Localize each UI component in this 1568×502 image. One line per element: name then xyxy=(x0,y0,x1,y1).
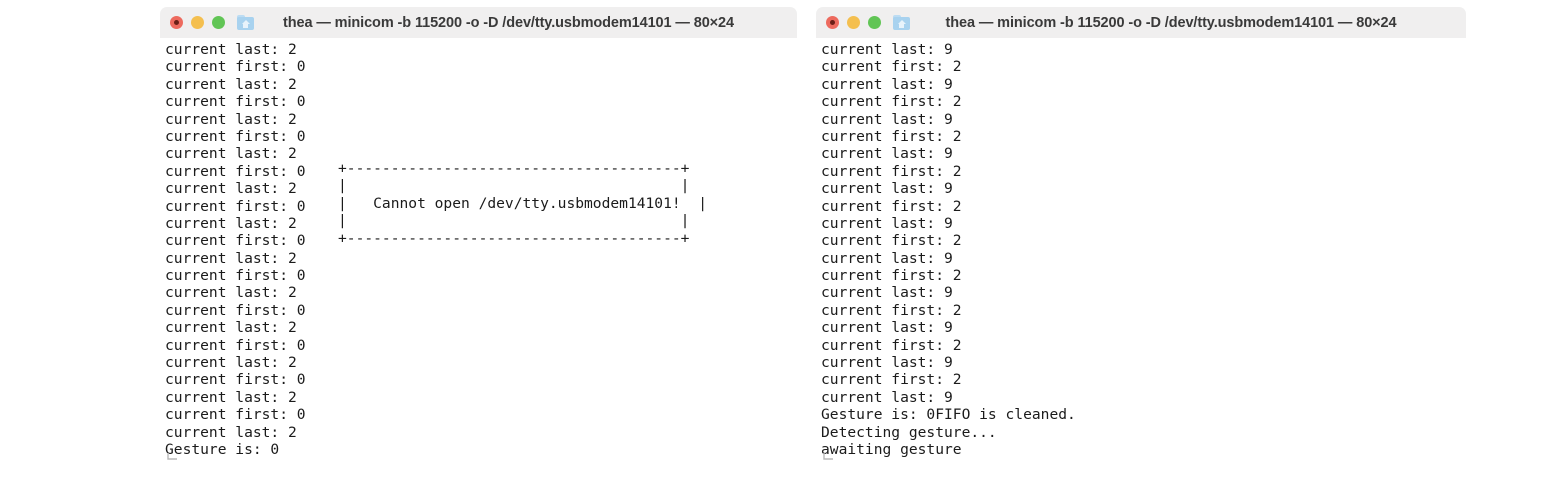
terminal-line: current last: 9 xyxy=(821,41,953,58)
terminal-line: current last: 9 xyxy=(821,75,953,93)
terminal-line: current last: 2 xyxy=(165,41,297,58)
terminal-line: current first: 0 xyxy=(165,127,306,145)
terminal-line: current last: 2 xyxy=(165,354,297,372)
terminal-line: current last: 2 xyxy=(165,75,297,93)
terminal-line: current first: 0 xyxy=(165,162,306,180)
terminal-line: current first: 2 xyxy=(821,197,962,215)
terminal-line: | | xyxy=(338,212,690,230)
terminal-line: current last: 9 xyxy=(821,110,953,128)
minimize-button-icon[interactable] xyxy=(847,16,860,29)
close-button-icon[interactable] xyxy=(170,16,183,29)
ascii-dialog-cannot-open: +--------------------------------------+… xyxy=(338,160,707,247)
maximize-button-icon[interactable] xyxy=(212,16,225,29)
terminal-window-left[interactable]: thea — minicom -b 115200 -o -D /dev/tty.… xyxy=(160,7,797,469)
terminal-window-right[interactable]: thea — minicom -b 115200 -o -D /dev/tty.… xyxy=(816,7,1466,469)
terminal-line: current first: 0 xyxy=(165,301,306,319)
terminal-line: +--------------------------------------+ xyxy=(338,160,690,177)
terminal-line: current first: 2 xyxy=(821,162,962,180)
terminal-line: current first: 2 xyxy=(821,127,962,145)
terminal-line: current first: 2 xyxy=(821,58,962,76)
terminal-line: current last: 2 xyxy=(165,145,297,163)
terminal-line: Gesture is: 0FIFO is cleaned. xyxy=(821,406,1076,424)
terminal-line: current first: 0 xyxy=(165,93,306,111)
terminal-line: Gesture is: 0 xyxy=(165,440,280,458)
terminal-line: | Cannot open /dev/tty.usbmodem14101! | xyxy=(338,194,708,212)
terminal-line: current last: 2 xyxy=(165,284,297,302)
terminal-line: | | xyxy=(338,177,690,195)
terminal-line: current last: 2 xyxy=(165,110,297,128)
terminal-line: current first: 0 xyxy=(165,336,306,354)
terminal-line: current first: 2 xyxy=(821,371,962,389)
home-folder-icon xyxy=(893,15,910,30)
terminal-line: +--------------------------------------+ xyxy=(338,229,690,247)
terminal-line: current first: 2 xyxy=(821,232,962,250)
terminal-line: current last: 9 xyxy=(821,284,953,302)
terminal-line: current last: 9 xyxy=(821,214,953,232)
home-folder-icon xyxy=(237,15,254,30)
titlebar-right[interactable]: thea — minicom -b 115200 -o -D /dev/tty.… xyxy=(816,7,1466,38)
terminal-line: current last: 2 xyxy=(165,249,297,267)
terminal-line: Detecting gesture... xyxy=(821,423,997,441)
terminal-line: current first: 2 xyxy=(821,267,962,285)
terminal-line: current first: 0 xyxy=(165,371,306,389)
terminal-line: current first: 2 xyxy=(821,336,962,354)
terminal-line: current last: 9 xyxy=(821,249,953,267)
terminal-line: current first: 0 xyxy=(165,58,306,76)
close-button-icon[interactable] xyxy=(826,16,839,29)
terminal-line: current last: 9 xyxy=(821,319,953,337)
terminal-line: current first: 2 xyxy=(821,93,962,111)
terminal-line: current last: 2 xyxy=(165,180,297,198)
terminal-line: current last: 9 xyxy=(821,354,953,372)
terminal-line: current last: 9 xyxy=(821,145,953,163)
maximize-button-icon[interactable] xyxy=(868,16,881,29)
terminal-line: current last: 2 xyxy=(165,423,297,441)
terminal-line: awaiting gesture xyxy=(821,440,962,458)
window-controls-right xyxy=(826,16,881,29)
terminal-line: current last: 2 xyxy=(165,319,297,337)
terminal-line: current first: 2 xyxy=(821,301,962,319)
terminal-line: current first: 0 xyxy=(165,406,306,424)
terminal-line: current first: 0 xyxy=(165,267,306,285)
terminal-line: current last: 2 xyxy=(165,214,297,232)
window-title-left: thea — minicom -b 115200 -o -D /dev/tty.… xyxy=(283,14,734,31)
window-controls-left xyxy=(170,16,225,29)
terminal-line: current last: 2 xyxy=(165,388,297,406)
titlebar-left[interactable]: thea — minicom -b 115200 -o -D /dev/tty.… xyxy=(160,7,797,38)
terminal-line: current first: 0 xyxy=(165,232,306,250)
minimize-button-icon[interactable] xyxy=(191,16,204,29)
window-title-right: thea — minicom -b 115200 -o -D /dev/tty.… xyxy=(945,14,1397,31)
terminal-line: current last: 9 xyxy=(821,180,953,198)
terminal-line: current last: 9 xyxy=(821,388,953,406)
terminal-line: current first: 0 xyxy=(165,197,306,215)
